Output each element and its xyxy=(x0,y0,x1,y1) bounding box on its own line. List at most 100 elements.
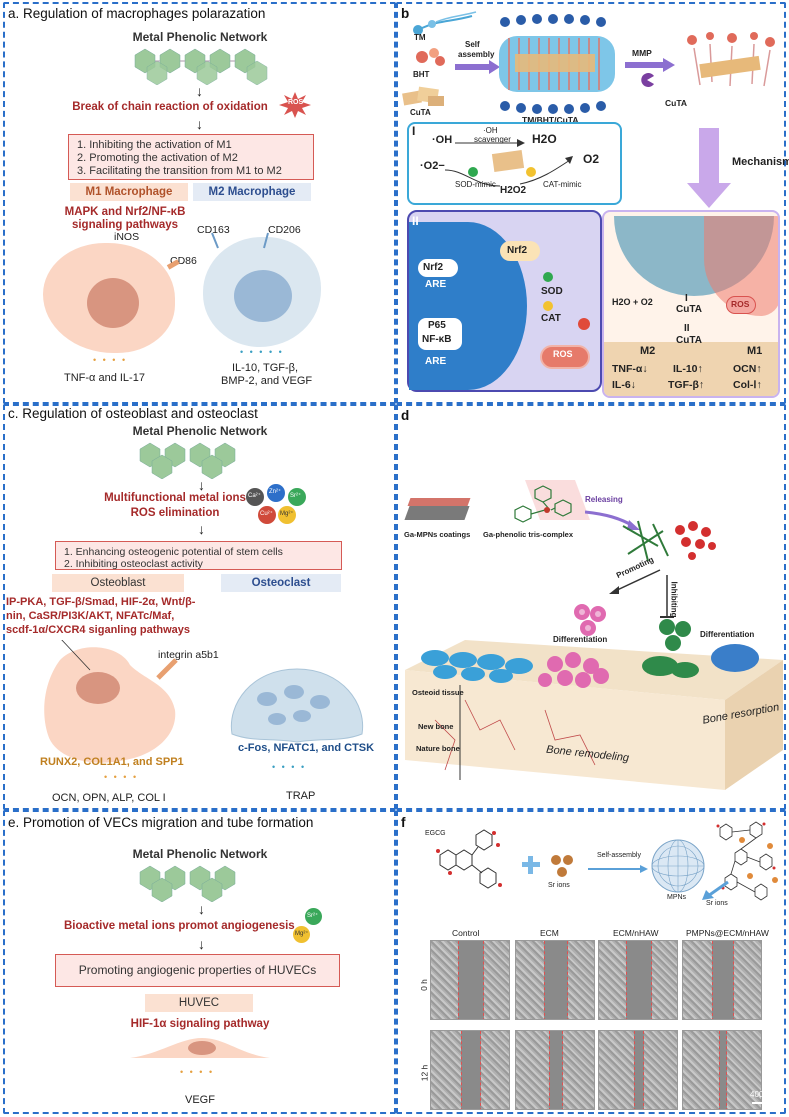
self-assembly-1: Self xyxy=(465,40,480,49)
m2-output-2: BMP-2, and VEGF xyxy=(221,375,313,387)
degraded-membrane xyxy=(687,32,775,87)
oxidation-text: Break of chain reaction of oxidation xyxy=(72,101,268,113)
col-header-control: Control xyxy=(452,928,480,938)
release-arrow-f xyxy=(702,880,729,900)
tm-label: TM xyxy=(414,33,426,42)
p65-label: P65 xyxy=(428,320,446,331)
m1-nucleus xyxy=(87,278,139,328)
mpns-sphere xyxy=(651,839,705,893)
mpn-label-c: Metal Phenolic Network xyxy=(132,424,268,438)
ros-burst-icon xyxy=(279,92,311,118)
cytokine-row-2-c: Col-Ⅰ↑ xyxy=(733,379,762,391)
step-c-2: 2. Inhibiting osteoclast activity xyxy=(64,558,203,570)
huvec-box-text: Promoting angiogenic properties of HUVEC… xyxy=(78,963,317,977)
mpn-network-structure xyxy=(716,821,778,901)
coatings-label: Ga-MPNs coatings xyxy=(404,530,471,539)
osteoblast-dots: • • • • xyxy=(104,772,139,782)
roman-ii: II xyxy=(412,214,419,228)
cuta-i-num: I xyxy=(685,293,688,304)
osteoclast-cell xyxy=(230,668,364,743)
huvec-cell xyxy=(130,1038,270,1058)
ion-cu-label: Cu²⁺ xyxy=(260,511,273,517)
scale-bar-label: 400 μm xyxy=(750,1090,777,1099)
mpns-label: MPNs xyxy=(667,894,687,901)
step-c-1: 1. Enhancing osteogenic potential of ste… xyxy=(64,546,283,558)
ion-zn xyxy=(267,484,285,502)
ion-mg-label: Mg²⁺ xyxy=(280,511,294,517)
integrin-label: integrin a5b1 xyxy=(158,649,219,661)
wound-photo xyxy=(598,940,678,1020)
plus-sign-v xyxy=(528,856,533,874)
bht-label: BHT xyxy=(413,70,430,79)
sr-ions-icon xyxy=(551,855,573,877)
wound-photo xyxy=(430,1030,510,1110)
panel-f xyxy=(396,810,786,1114)
wound-photo xyxy=(515,940,595,1020)
nrf2-pill-b xyxy=(418,259,458,277)
pathway-text-2: signaling pathways xyxy=(71,219,179,231)
ga-phenolic-structure xyxy=(514,480,590,523)
ion-sr-e-label: Sr²⁺ xyxy=(307,913,319,919)
ocn-text: OCN, OPN, ALP, COL I xyxy=(52,792,166,804)
bht-molecule-icon xyxy=(416,48,445,66)
mpn-lattice-e xyxy=(139,865,236,902)
ions-text: Multifunctional metal ions xyxy=(104,492,246,504)
h2o-o2-label: H2O + O2 xyxy=(612,297,653,307)
bone-3d-block xyxy=(405,640,783,790)
panel-c xyxy=(3,404,396,810)
sod-dot xyxy=(543,272,553,282)
tm-molecule-icon xyxy=(413,11,477,35)
osteo-path-1: IP-PKA, TGF-β/Smad, HIF-2α, Wnt/β- xyxy=(6,596,196,608)
scale-bar xyxy=(752,1102,778,1104)
m2-output-1: IL-10, TGF-β, xyxy=(232,362,299,374)
m1-secretion-dots: • • • • xyxy=(93,355,128,365)
ion-cu xyxy=(258,506,276,524)
huvec-box: Promoting angiogenic properties of HUVEC… xyxy=(55,954,340,987)
ros-r-label: ROS xyxy=(731,299,750,309)
h2o-product: H2O xyxy=(532,132,557,146)
releasing-arrow xyxy=(585,510,640,530)
wound-gap xyxy=(626,941,652,1019)
nrf2-a: Nrf2 xyxy=(507,245,528,256)
assembly-arrow xyxy=(455,60,500,74)
mpn-lattice-a xyxy=(134,48,268,85)
receptor-icons-a xyxy=(166,232,269,270)
oh-radical: ·OH xyxy=(432,134,453,146)
mmp-arrow xyxy=(625,58,675,72)
cytokine-row-1-b: IL-10↑ xyxy=(673,363,703,375)
self-assembly-label-f: Self-assembly xyxy=(597,852,641,859)
ros-burst-label: ROS xyxy=(288,99,304,106)
arrow-e2: ↓ xyxy=(198,936,205,952)
oh-scavenger-1: ·OH xyxy=(483,126,498,135)
mechanism-label: Mechanism xyxy=(732,156,789,168)
cuta-crystal-icon xyxy=(402,86,444,106)
step-a-2: 2. Promoting the activation of M2 xyxy=(77,152,238,164)
m1-output: TNF-α and IL-17 xyxy=(64,372,145,384)
inhibit-icon xyxy=(578,318,590,330)
egcg-structure xyxy=(436,829,502,889)
cytokine-row-1-a: TNF-α↓ xyxy=(612,363,648,375)
inos-label: iNOS xyxy=(114,231,140,243)
bone-base xyxy=(604,342,778,396)
osteoblast-cell xyxy=(44,640,178,763)
step-a-1: 1. Inhibiting the activation of M1 xyxy=(77,139,232,151)
cat-mimic-label: CAT-mimic xyxy=(543,180,582,189)
panel-f-letter: f xyxy=(401,815,406,830)
new-bone-label: New bone xyxy=(418,722,454,731)
inhibiting-label: Inhibiting xyxy=(669,581,679,618)
cat-label: CAT xyxy=(541,313,561,324)
wound-photo xyxy=(430,940,510,1020)
sr-ions-label: Sr ions xyxy=(548,882,570,889)
m1-macrophage-tag: M1 Macrophage xyxy=(70,183,188,201)
panel-c-title: c. Regulation of osteoblast and osteocla… xyxy=(8,406,258,421)
m1-label-b: M1 xyxy=(747,345,763,357)
sod-mimic-label: SOD-mimic xyxy=(455,180,496,189)
sod-pathway-arrow xyxy=(445,150,573,187)
row-label-12h: 12 h xyxy=(419,1064,430,1082)
row-label-0h: 0 h xyxy=(418,979,429,991)
nature-bone-label: Nature bone xyxy=(416,744,460,753)
ion-sr-label: Sr²⁺ xyxy=(290,493,302,499)
cuta-ii-num: II xyxy=(684,323,690,334)
trap-text: TRAP xyxy=(286,790,316,802)
ion-ca-label: Ca²⁺ xyxy=(248,493,261,499)
